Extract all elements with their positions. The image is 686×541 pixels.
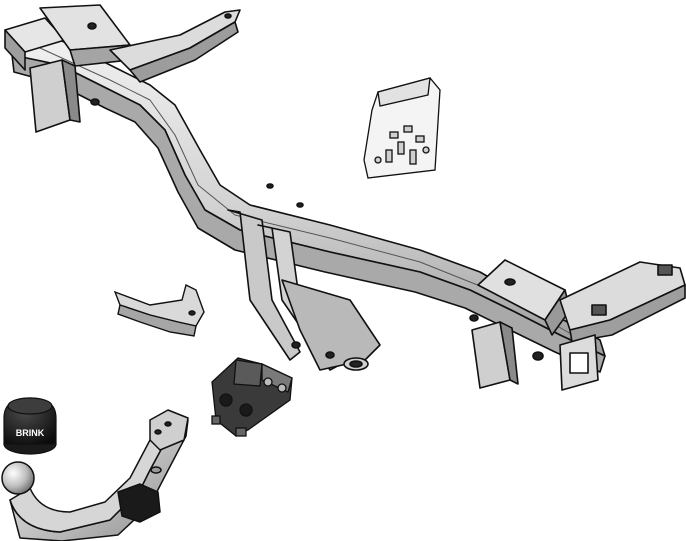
detachable-tow-ball-neck xyxy=(1,409,189,541)
socket-plate xyxy=(211,357,293,437)
fixing-kit-bag xyxy=(363,77,441,179)
mounting-bracket xyxy=(113,283,205,337)
ball-cover-brand-label: BRINK xyxy=(16,428,45,438)
ball-cover-cap: BRINK xyxy=(3,397,57,455)
crossbar-frame xyxy=(4,4,686,391)
